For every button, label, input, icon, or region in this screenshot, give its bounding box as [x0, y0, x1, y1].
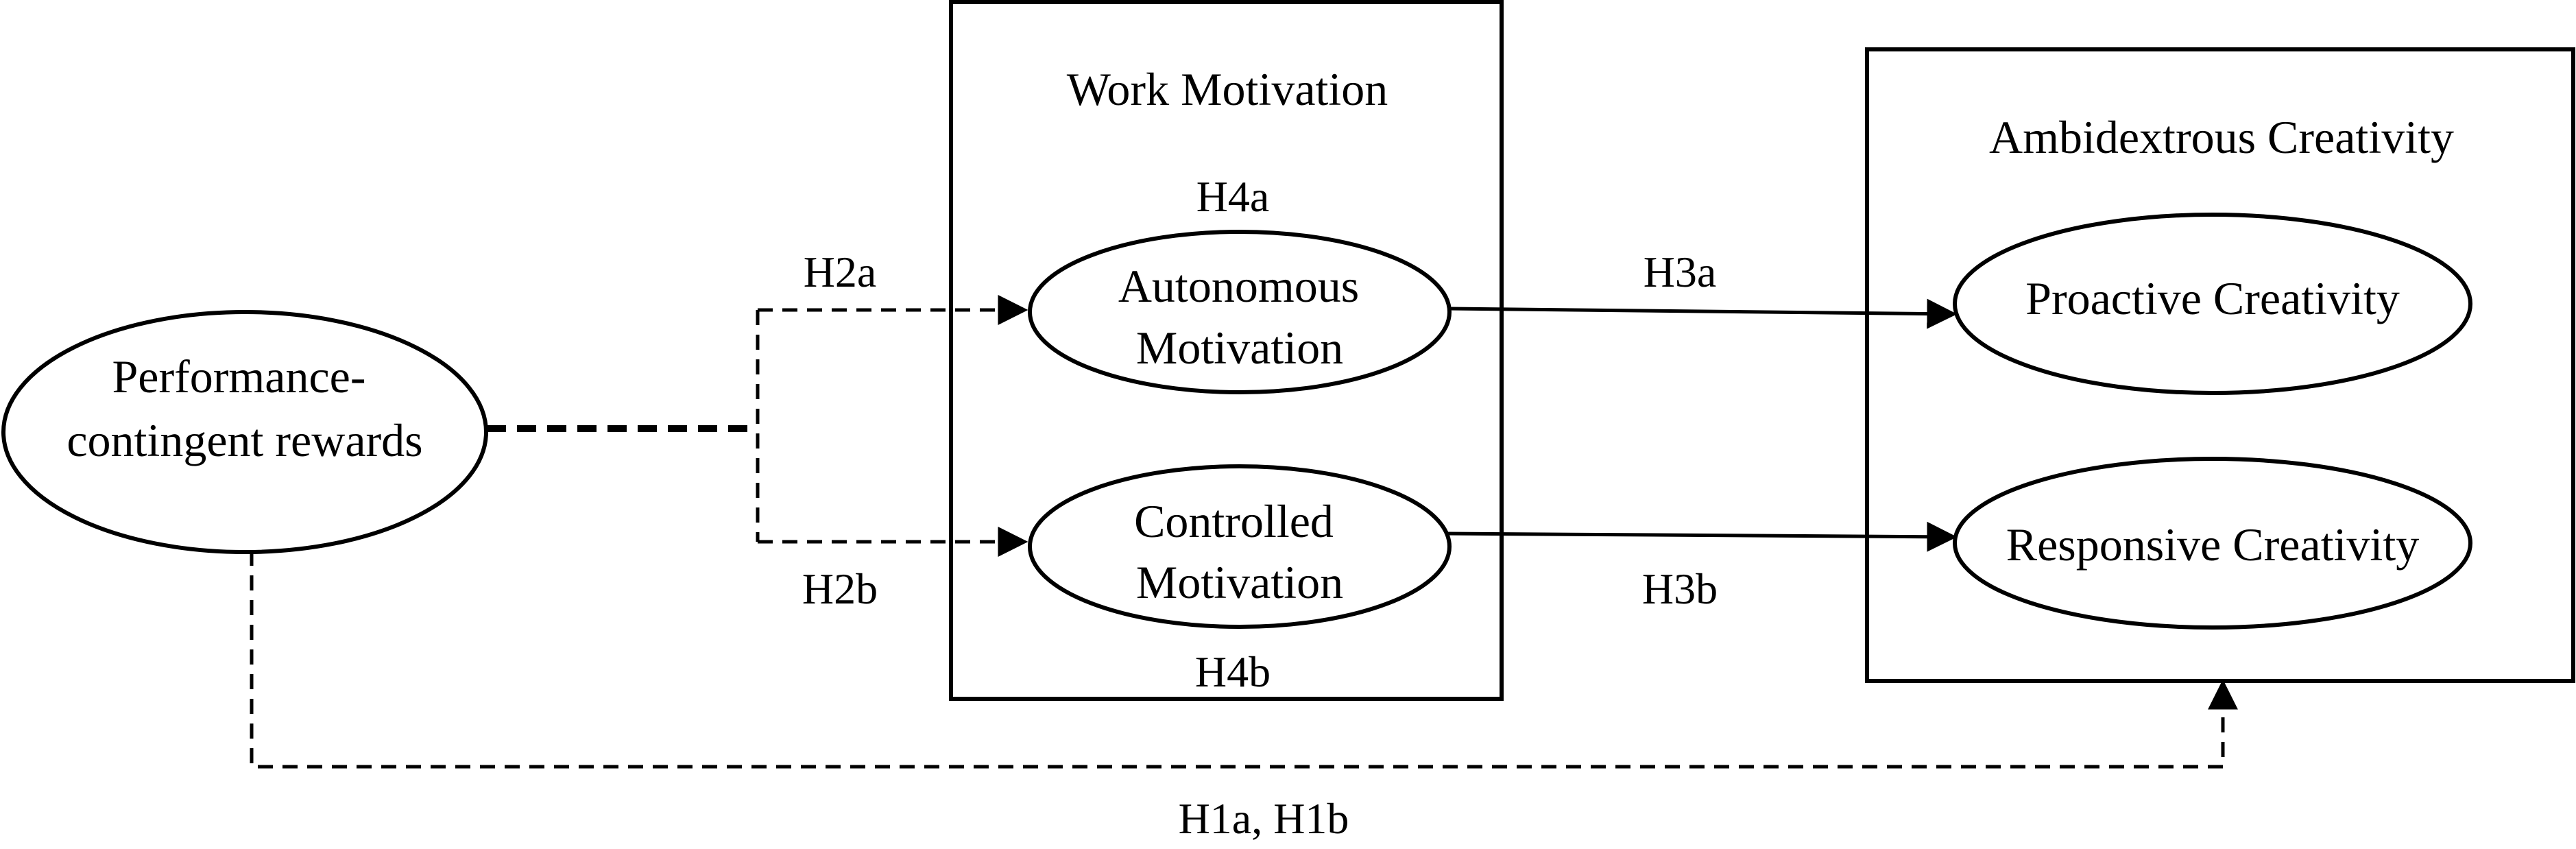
- responsive-creativity-label: Responsive Creativity: [2006, 518, 2419, 571]
- autonomous-motivation-line2: Motivation: [1136, 322, 1343, 374]
- controlled-motivation-line1: Controlled: [1134, 495, 1334, 547]
- performance-contingent-rewards-label: Performance- contingent rewards: [67, 350, 422, 466]
- h1-arrow: [250, 551, 2238, 769]
- controlled-motivation-label: Controlled Motivation: [1134, 495, 1345, 608]
- performance-contingent-rewards-line1: Performance-: [112, 350, 365, 403]
- controlled-motivation-node: [1028, 464, 1452, 629]
- autonomous-motivation-node: [1028, 230, 1452, 394]
- work-motivation-title: Work Motivation: [1067, 63, 1388, 115]
- controlled-motivation-line2: Motivation: [1136, 556, 1343, 608]
- proactive-creativity-label: Proactive Creativity: [2025, 272, 2400, 324]
- performance-contingent-rewards-node: [1, 310, 488, 554]
- autonomous-motivation-label: Autonomous Motivation: [1118, 260, 1371, 374]
- h2b-label: H2b: [802, 564, 878, 613]
- h4a-label: H4a: [1196, 172, 1270, 221]
- performance-contingent-rewards-line2: contingent rewards: [67, 414, 422, 466]
- h4b-label: H4b: [1195, 647, 1271, 696]
- h3a-arrow: [1449, 298, 1958, 329]
- h1-label: H1a, H1b: [1179, 794, 1349, 843]
- h3a-label: H3a: [1644, 248, 1717, 296]
- h3b-arrow: [1446, 521, 1958, 552]
- h2a-label: H2a: [804, 248, 877, 296]
- autonomous-motivation-line1: Autonomous: [1118, 260, 1359, 312]
- h3b-label: H3b: [1642, 564, 1718, 613]
- work-motivation-box: [949, 0, 1504, 701]
- ambidextrous-creativity-title: Ambidextrous Creativity: [1989, 111, 2454, 163]
